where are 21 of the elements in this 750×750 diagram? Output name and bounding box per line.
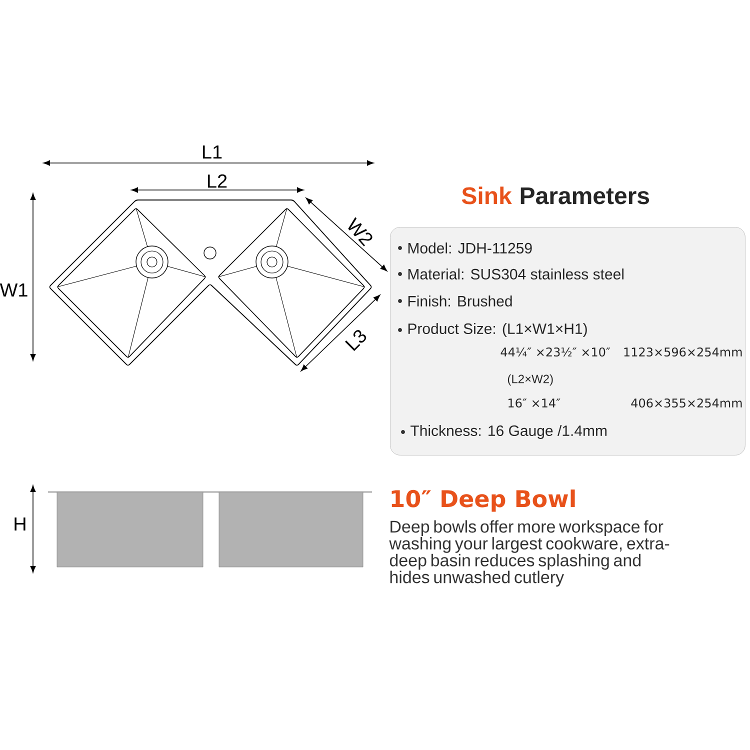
dimension-label: L3 bbox=[345, 330, 366, 351]
dimension-label: W2 bbox=[348, 217, 372, 246]
heading: Sink bbox=[462, 186, 512, 204]
heading: Parameters bbox=[520, 188, 650, 204]
spec-text: 1123×596×254mm bbox=[624, 347, 742, 357]
spec-text: (L2×W2) bbox=[508, 374, 553, 386]
spec-text: Finish: Brushed bbox=[408, 296, 512, 306]
dimension-label: H bbox=[14, 517, 26, 531]
spec-text: 16″ ×14″ bbox=[508, 398, 560, 408]
dimension-label: W1 bbox=[0, 283, 28, 297]
spec-text: Thickness: 16 Gauge /1.4mm bbox=[410, 425, 606, 439]
dimension-label: L1 bbox=[203, 145, 222, 159]
paragraph: Deep bowls offer more workspace for washing your largest cookware, extra-deep basin reduces splashing and hides unwashed cutlery bbox=[389, 520, 670, 587]
spec-text: Material: SUS304 stainless steel bbox=[408, 268, 624, 280]
spec-text: 44¼″ ×23½″ ×10″ bbox=[500, 347, 610, 357]
dimension-label: L2 bbox=[208, 174, 227, 188]
spec-text: Product Size: (L1×W1×H1) bbox=[408, 323, 587, 337]
parameter-panel bbox=[390, 227, 746, 456]
spec-text: Model: JDH-11259 bbox=[408, 242, 532, 254]
heading: 10″ Deep Bowl bbox=[392, 490, 575, 512]
spec-text: 406×355×254mm bbox=[631, 398, 742, 408]
